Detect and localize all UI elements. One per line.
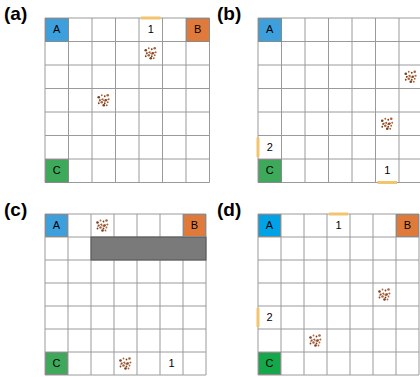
callout-number: 1: [328, 215, 349, 236]
panel-label: (d): [217, 200, 241, 219]
location-cell: A: [258, 18, 282, 42]
cell-letter: C: [53, 358, 61, 369]
edge-highlight: [257, 308, 260, 327]
panel-label: (c): [4, 200, 27, 219]
ant-icon: [97, 94, 109, 107]
grid-lines: [258, 214, 419, 375]
cell-letter: A: [266, 24, 273, 35]
grid-lines: [258, 18, 420, 183]
cell-letter: A: [266, 220, 273, 231]
grid-panel: (d)ABC: [258, 214, 419, 375]
callout-number: 2: [259, 307, 280, 328]
edge-highlight: [257, 138, 260, 158]
grid-panel: (b)AC: [258, 18, 420, 183]
location-cell: B: [396, 214, 419, 237]
location-cell: A: [258, 214, 281, 237]
ant-icon: [96, 219, 108, 232]
location-cell: A: [45, 214, 68, 237]
ant-icon: [144, 47, 156, 60]
ant-icon: [404, 70, 416, 83]
cell-letter: B: [194, 24, 201, 35]
location-cell: B: [186, 18, 210, 42]
cell-letter: B: [191, 220, 198, 231]
ant-icon: [378, 288, 390, 301]
edge-highlight: [329, 213, 348, 216]
grid-panel: (c)ABC: [45, 214, 206, 375]
callout-number: 1: [377, 160, 399, 182]
location-cell: C: [45, 159, 69, 183]
ant-icon: [381, 117, 393, 130]
location-cell: C: [45, 352, 68, 375]
cell-letter: C: [266, 358, 274, 369]
wall-band: [91, 237, 206, 260]
callout-number: 2: [259, 137, 281, 159]
edge-highlight: [141, 17, 161, 20]
location-cell: A: [45, 18, 69, 42]
cell-letter: A: [53, 220, 60, 231]
grid-lines: [45, 214, 206, 375]
cell-letter: C: [53, 165, 61, 176]
location-cell: C: [258, 352, 281, 375]
grid-panel: (a)ABC: [45, 18, 210, 183]
panel-label: (a): [4, 4, 27, 23]
grid-lines: [45, 18, 210, 183]
callout-number: 1: [161, 353, 182, 374]
location-cell: C: [258, 159, 282, 183]
ant-icon: [119, 357, 131, 370]
panel-label: (b): [217, 4, 241, 23]
location-cell: B: [183, 214, 206, 237]
cell-letter: A: [53, 24, 60, 35]
callout-number: 1: [140, 19, 162, 41]
edge-highlight: [378, 181, 398, 184]
cell-letter: C: [266, 165, 274, 176]
cell-letter: B: [404, 220, 411, 231]
ant-icon: [309, 334, 321, 347]
